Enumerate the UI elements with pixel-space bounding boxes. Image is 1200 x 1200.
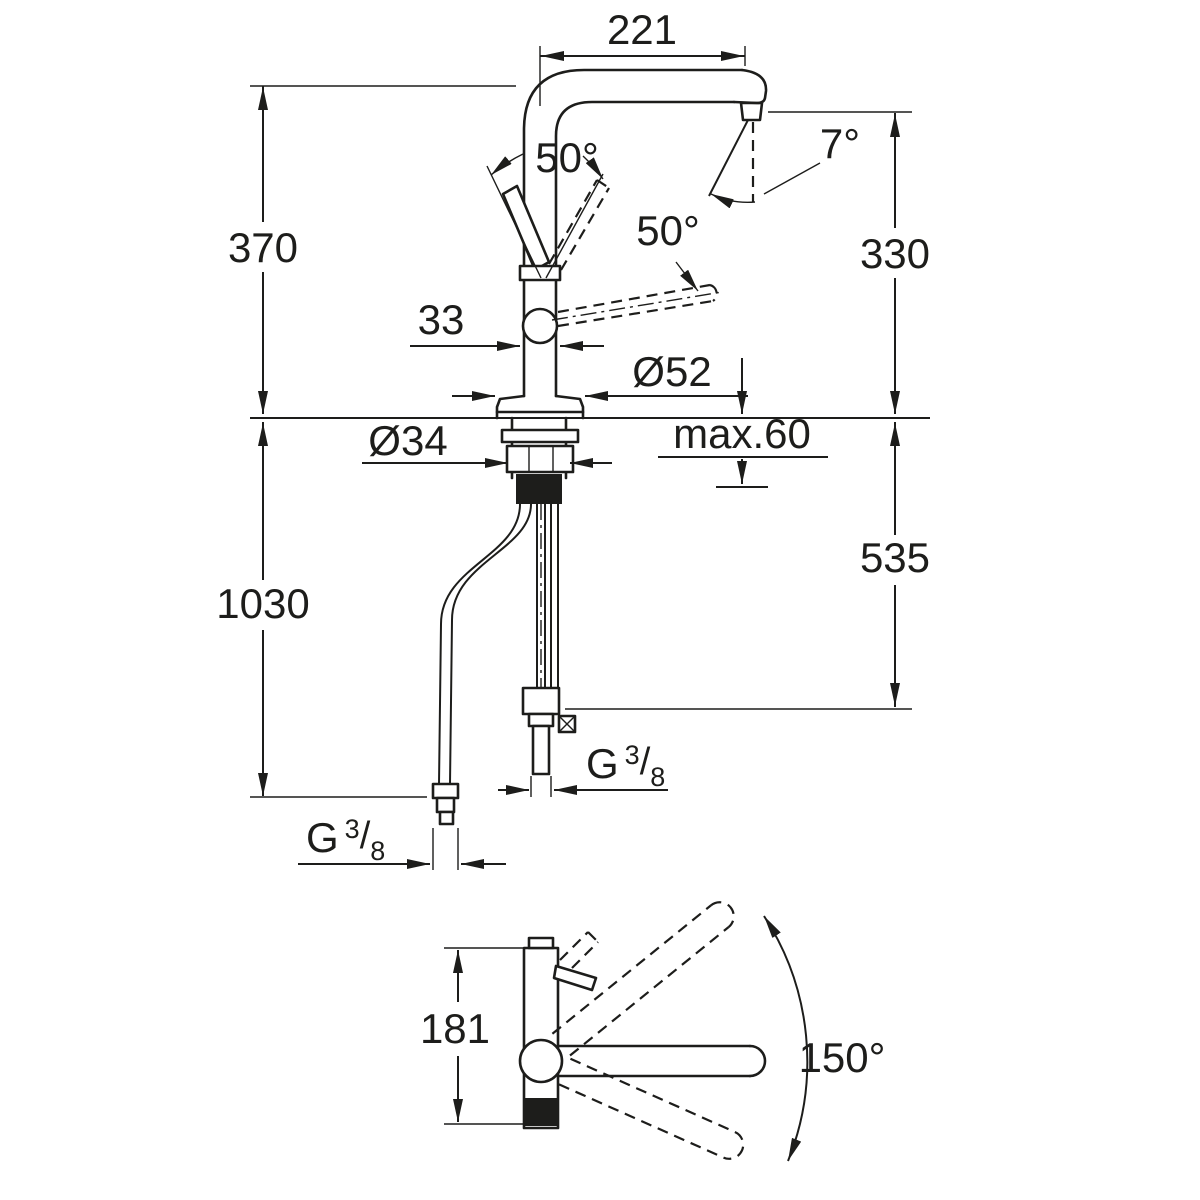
swivel-joint — [518, 1038, 564, 1084]
under-counter-depth-label: 535 — [860, 534, 930, 581]
spout-incline-label: 7° — [820, 120, 860, 167]
swivel-arc — [763, 915, 809, 1162]
lever-angle-right-label: 50° — [636, 207, 700, 254]
dim-hose-length-1030: 1030 — [216, 422, 427, 798]
swivel-body-thread — [524, 1098, 558, 1126]
valve-outlet-pipe — [531, 724, 551, 776]
hose-fitting — [431, 782, 460, 800]
swivel-body-height-label: 181 — [420, 1005, 490, 1052]
base-flange — [495, 394, 585, 414]
supply-hoses-center — [536, 504, 559, 775]
threaded-shank — [516, 474, 562, 504]
dim-outlet-height-330: 330 — [768, 111, 930, 414]
dim-under-counter-535: 535 — [565, 422, 930, 710]
dim-counter-thickness-max60: max.60 — [658, 358, 828, 488]
dim-spout-reach-221: 221 — [539, 6, 746, 106]
hose-length-label: 1030 — [216, 580, 309, 627]
spout-upper-position — [551, 901, 735, 1057]
swivel-angle-label: 150° — [799, 1034, 886, 1081]
angle-valve — [521, 686, 577, 797]
side-handle-pivot — [521, 307, 559, 345]
callout-lever-angle-right-50: 50° — [636, 207, 700, 292]
swivel-lever-alt — [559, 931, 599, 969]
water-stream — [708, 119, 755, 202]
faucet-swivel-view: 150° — [518, 901, 886, 1162]
dim-total-height-370: 370 — [228, 85, 516, 414]
swivel-lever — [552, 964, 598, 992]
dim-lever-width-33: 33 — [410, 296, 604, 351]
mounting-nut — [505, 444, 575, 474]
spout-center-position — [557, 1044, 767, 1078]
under-counter-assembly — [431, 416, 580, 870]
spout-lower-position — [558, 1057, 745, 1160]
mixer-lever — [501, 184, 551, 272]
callout-spout-incline-7: 7° — [710, 120, 860, 209]
dim-base-diameter-52: Ø52 — [452, 348, 748, 401]
outlet-height-label: 330 — [860, 230, 930, 277]
dim-hole-diameter-34: Ø34 — [362, 417, 612, 468]
lever-angle-left-label: 50° — [535, 134, 599, 181]
lever-width-label: 33 — [418, 296, 465, 343]
base-diameter-label: Ø52 — [632, 348, 711, 395]
faucet-side-view — [495, 68, 768, 420]
total-height-label: 370 — [228, 224, 298, 271]
horseshoe-washer — [500, 428, 580, 444]
dim-swivel-body-height-181: 181 — [420, 947, 535, 1125]
side-handle-position — [551, 283, 723, 328]
spout-reach-label: 221 — [607, 6, 677, 53]
counter-thickness-label: max.60 — [673, 410, 811, 457]
supply-hose-left — [431, 503, 532, 870]
hole-diameter-label: Ø34 — [368, 417, 447, 464]
callout-lever-angle-left-50: 50° — [486, 134, 604, 279]
